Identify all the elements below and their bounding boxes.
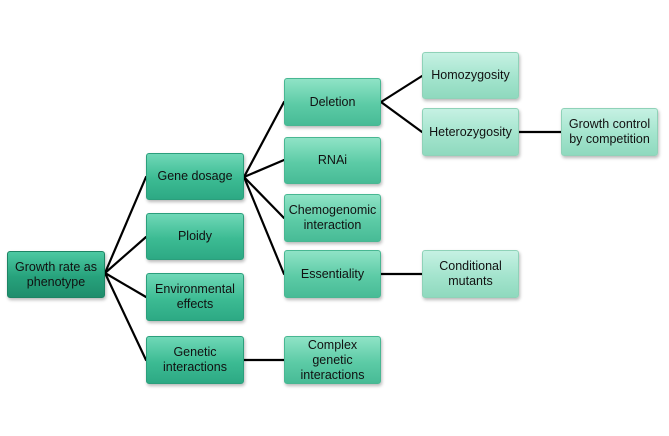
node-homozygosity: Homozygosity bbox=[422, 52, 519, 99]
node-complex-genetic-interactions: Complex genetic interactions bbox=[284, 336, 381, 384]
node-rnai: RNAi bbox=[284, 137, 381, 184]
node-heterozygosity: Heterozygosity bbox=[422, 108, 519, 156]
node-deletion: Deletion bbox=[284, 78, 381, 126]
node-gene-dosage: Gene dosage bbox=[146, 153, 244, 200]
node-growth-rate-as-phenotype: Growth rate as phenotype bbox=[7, 251, 105, 298]
connector-gene-dosage-deletion bbox=[242, 100, 286, 179]
connector-gene-dosage-rnai bbox=[242, 158, 286, 179]
node-chemogenomic-interaction: Chemogenomic interaction bbox=[284, 194, 381, 242]
connector-deletion-homozygosity bbox=[379, 74, 424, 104]
node-conditional-mutants: Conditional mutants bbox=[422, 250, 519, 298]
connector-root-genetic-interactions bbox=[103, 271, 148, 362]
node-environmental-effects: Environmental effects bbox=[146, 273, 244, 321]
connector-root-gene-dosage bbox=[103, 175, 148, 275]
connector-deletion-heterozygosity bbox=[379, 100, 424, 134]
node-growth-control-by-competition: Growth control by competition bbox=[561, 108, 658, 156]
connector-gene-dosage-essentiality bbox=[242, 175, 286, 276]
node-genetic-interactions: Genetic interactions bbox=[146, 336, 244, 384]
connector-root-environmental bbox=[103, 271, 148, 299]
connector-root-ploidy bbox=[103, 235, 148, 275]
node-ploidy: Ploidy bbox=[146, 213, 244, 260]
node-essentiality: Essentiality bbox=[284, 250, 381, 298]
connector-gene-dosage-chemogenomic bbox=[242, 175, 286, 220]
